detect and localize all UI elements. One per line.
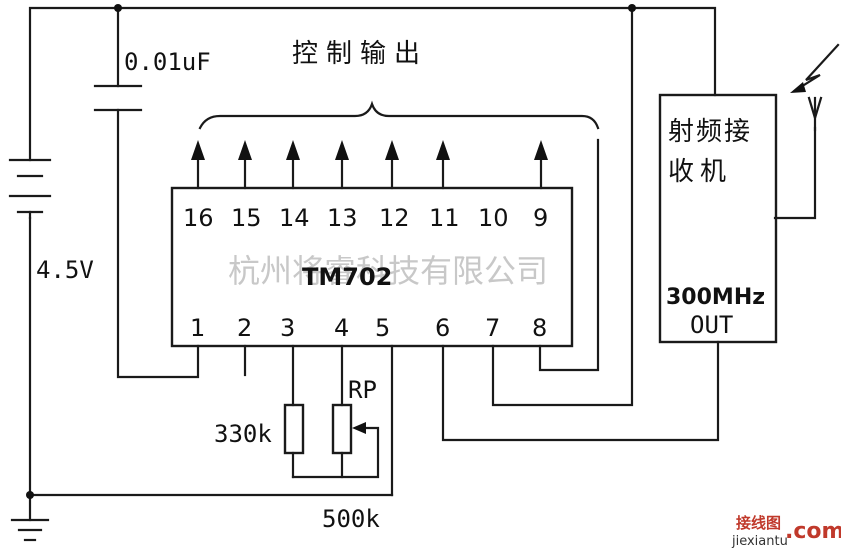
pin-label: 16 bbox=[183, 204, 214, 232]
pin-label: 1 bbox=[190, 314, 205, 342]
top-pin-numbers: 16 15 14 13 12 11 10 9 bbox=[183, 204, 548, 232]
pot-label: RP bbox=[348, 376, 377, 404]
chip-body bbox=[170, 186, 574, 348]
capacitor-symbol bbox=[93, 84, 143, 112]
control-output-title: 控制输出 bbox=[292, 39, 428, 69]
watermark-text: 杭州将睿科技有限公司 bbox=[228, 252, 548, 290]
pin-label: 5 bbox=[375, 314, 390, 342]
receiver-line2: 收机 bbox=[668, 157, 732, 187]
ground-symbol bbox=[10, 518, 50, 542]
capacitor-label: 0.01uF bbox=[124, 48, 211, 76]
battery-symbol bbox=[8, 158, 52, 220]
receiver-line1: 射频接 bbox=[668, 117, 752, 147]
receiver-box bbox=[658, 93, 778, 344]
chip-name: TM702 bbox=[302, 263, 392, 291]
output-bracket bbox=[198, 100, 600, 130]
arrow-pin12 bbox=[385, 140, 399, 160]
arrow-pin15 bbox=[238, 140, 252, 160]
logo-url-text: jiexiantu bbox=[731, 534, 788, 549]
arrow-pin11 bbox=[436, 140, 450, 160]
pin-label: 3 bbox=[280, 314, 295, 342]
pin-label: 8 bbox=[532, 314, 547, 342]
resistor-label: 330k bbox=[214, 420, 272, 448]
antenna-icon bbox=[807, 96, 823, 132]
junction-dots bbox=[26, 4, 636, 499]
resistor-330k bbox=[283, 344, 305, 479]
pin-label: 15 bbox=[231, 204, 262, 232]
arrow-pin14 bbox=[286, 140, 300, 160]
bottom-pin-numbers: 1 2 3 4 5 6 7 8 bbox=[190, 314, 547, 342]
logo-cn-text: 接线图 bbox=[736, 514, 781, 532]
potentiometer-rp bbox=[291, 344, 380, 479]
pin-label: 2 bbox=[237, 314, 252, 342]
pot-value-label: 500k bbox=[322, 505, 380, 533]
receiver-out: OUT bbox=[690, 311, 733, 339]
arrow-pin13 bbox=[335, 140, 349, 160]
receiver-freq: 300MHz bbox=[666, 285, 765, 310]
pin-label: 12 bbox=[379, 204, 410, 232]
pin-label: 6 bbox=[435, 314, 450, 342]
pin-label: 11 bbox=[429, 204, 460, 232]
logo-com-text: .com bbox=[785, 519, 841, 544]
site-logo: 接线图 jiexiantu .com bbox=[731, 514, 841, 549]
arrow-pin9 bbox=[534, 140, 548, 160]
pin-label: 7 bbox=[485, 314, 500, 342]
pin-label: 14 bbox=[279, 204, 310, 232]
output-arrows bbox=[191, 140, 548, 190]
pin-label: 4 bbox=[334, 314, 349, 342]
battery-label: 4.5V bbox=[36, 256, 94, 284]
lightning-icon bbox=[790, 43, 840, 93]
pin-label: 9 bbox=[533, 204, 548, 232]
pin-label: 13 bbox=[327, 204, 358, 232]
arrow-pin16 bbox=[191, 140, 205, 160]
pin-label: 10 bbox=[478, 204, 509, 232]
wires bbox=[28, 6, 817, 522]
